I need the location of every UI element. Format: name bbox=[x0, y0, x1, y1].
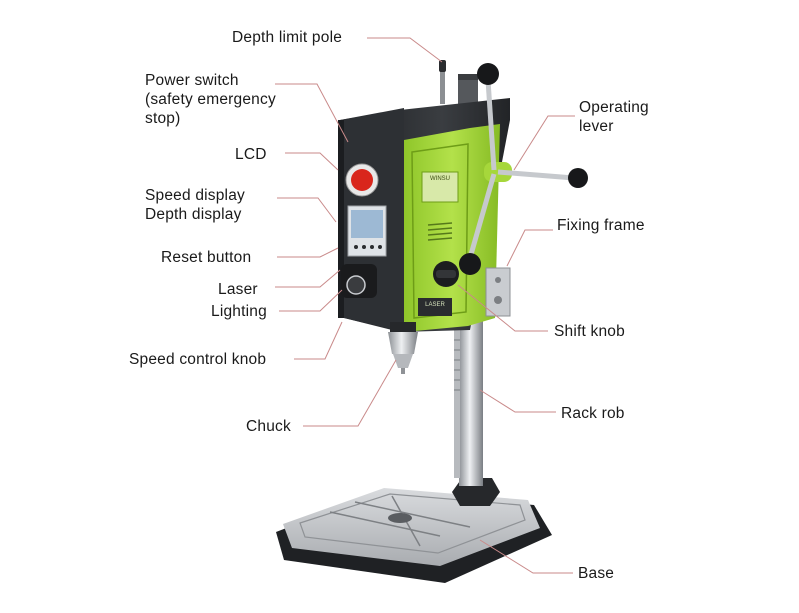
label-chuck: Chuck bbox=[246, 418, 291, 435]
label-lcd: LCD bbox=[235, 146, 267, 163]
label-operating-lever-line1: Operating bbox=[579, 99, 649, 116]
label-power-switch-line2: (safety emergency bbox=[145, 91, 276, 108]
brand-mark: WINSU bbox=[430, 176, 450, 182]
label-depth-limit-pole: Depth limit pole bbox=[232, 29, 343, 46]
label-operating-lever: Operating lever bbox=[579, 98, 649, 136]
leader-lines bbox=[275, 37, 575, 574]
base bbox=[276, 478, 552, 583]
label-fixing-frame: Fixing frame bbox=[557, 217, 645, 234]
laser-badge: LASER bbox=[425, 302, 445, 308]
fixing-frame bbox=[485, 267, 511, 317]
label-power-switch-line3: stop) bbox=[145, 110, 181, 127]
label-speed-control-knob: Speed control knob bbox=[129, 351, 267, 368]
rack-rob bbox=[454, 320, 483, 486]
label-speed-display: Speed display bbox=[145, 187, 245, 204]
chuck bbox=[388, 322, 418, 374]
depth-limit-pole bbox=[439, 60, 478, 104]
label-operating-lever-line2: lever bbox=[579, 118, 614, 135]
power-switch-icon bbox=[351, 169, 373, 191]
speed-control-knob bbox=[346, 275, 366, 295]
operating-lever bbox=[459, 63, 588, 275]
label-power-switch-line1: Power switch bbox=[145, 72, 239, 89]
front-panel bbox=[341, 163, 387, 298]
label-power-switch: Power switch (safety emergency stop) bbox=[145, 71, 276, 128]
label-shift-knob: Shift knob bbox=[554, 323, 625, 340]
label-depth-display: Depth display bbox=[145, 206, 242, 223]
label-lighting: Lighting bbox=[211, 303, 267, 320]
green-side-panel bbox=[404, 124, 500, 332]
label-rack-rob: Rack rob bbox=[561, 405, 625, 422]
label-reset-button: Reset button bbox=[161, 249, 252, 266]
label-speed-depth-display: Speed display Depth display bbox=[145, 186, 245, 224]
label-base: Base bbox=[578, 565, 615, 582]
label-laser: Laser bbox=[218, 281, 258, 298]
shift-knob bbox=[433, 261, 459, 287]
